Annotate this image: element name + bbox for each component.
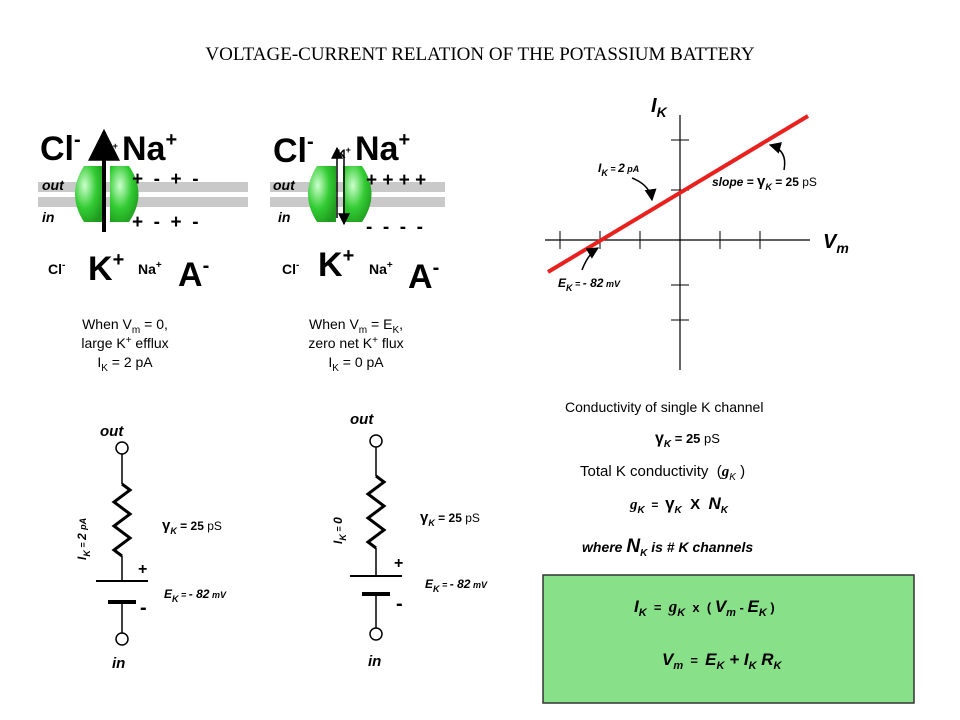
membrane-panel-left: out in Cl- K+ Na+ + - + - + - + - Cl- K+… (38, 128, 248, 374)
x-axis-ticks (559, 231, 761, 249)
x-axis-label: Vm (823, 231, 849, 256)
membrane-panel-right: out in Cl- K+ Na+ + + + + - - - - Cl- K+… (270, 129, 445, 374)
channel-count-definition: where NK is # K channels (582, 536, 753, 559)
total-conductivity-title: Total K conductivity (gK ) (580, 463, 745, 483)
iv-graph: IK Vm IK = 2 pA slope = γK = 25 pS EK = … (545, 95, 849, 370)
circuit-ek-label: EK = - 82 mV (164, 587, 227, 604)
a-ion-inside: A- (178, 255, 209, 294)
caption-right-line1: When Vm = EK, (309, 316, 403, 336)
caption-right-line3: IK = 0 pA (328, 354, 384, 374)
iv-line (546, 114, 810, 274)
caption-left-line2: large K+ efflux (81, 335, 168, 351)
caption-left-line3: IK = 2 pA (97, 354, 153, 374)
channel-left-half (75, 166, 103, 222)
equation-box: IK = gK x ( Vm - EK ) Vm = EK + IK RK (542, 574, 915, 704)
terminal-in (369, 627, 383, 641)
membrane-potential-equation: Vm = EK + IK RK (662, 650, 783, 672)
resistor-symbol (365, 474, 387, 550)
channel-right-half (343, 166, 372, 222)
battery-plus: + (138, 561, 147, 578)
single-channel-value: γK = 25 pS (655, 430, 720, 450)
total-conductivity-equation: gK = γK X NK (629, 494, 729, 516)
out-label: out (273, 177, 296, 193)
k-ion-inside: K+ (88, 249, 124, 288)
caption-right-line2: zero net K+ flux (308, 335, 403, 351)
circuit-current-label: IK = 2 pA (75, 518, 92, 560)
charges-inside: + - + - (132, 212, 199, 233)
battery-minus: - (396, 593, 403, 615)
slope-arrow (768, 142, 786, 171)
na-ion-outside: Na+ (122, 129, 177, 168)
current-annotation: IK = 2 pA (598, 161, 639, 178)
circuit-out-label: out (350, 411, 374, 428)
page-title: VOLTAGE-CURRENT RELATION OF THE POTASSIU… (205, 44, 754, 65)
conductivity-notes: Conductivity of single K channel γK = 25… (565, 399, 763, 559)
slope-annotation: slope = γK = 25 pS (712, 173, 817, 192)
na-ion-inside: Na+ (138, 260, 162, 277)
single-channel-title: Conductivity of single K channel (565, 399, 763, 415)
resistor-symbol (111, 482, 133, 558)
equation-box-background (542, 574, 915, 704)
cl-ion-outside: Cl- (40, 129, 81, 168)
circuit-right: out in + - IK = 0 γK = 25 pS EK = - 82 m… (331, 411, 488, 670)
circuit-in-label: in (368, 653, 381, 670)
circuit-current-label: IK = 0 (331, 517, 348, 544)
out-label: out (42, 177, 65, 193)
terminal-in (115, 632, 129, 646)
charges-outside: + - + - (132, 169, 199, 190)
ek-annotation: EK = - 82 mV (558, 276, 621, 293)
k-ion-inside: K+ (318, 245, 354, 284)
k-ion-channel-label: K+ (104, 141, 118, 157)
battery-minus: - (140, 597, 147, 619)
circuit-ek-label: EK = - 82 mV (425, 577, 488, 594)
charges-inside: - - - - (366, 217, 423, 238)
membrane-bottom-layer (38, 197, 248, 207)
in-label: in (278, 209, 290, 225)
circuit-out-label: out (100, 423, 124, 440)
a-ion-inside: A- (408, 257, 439, 296)
ek-arrow (581, 247, 600, 271)
current-arrow (631, 177, 657, 202)
terminal-out (115, 441, 129, 455)
circuit-in-label: in (112, 655, 125, 672)
circuit-left: out in + - IK = 2 pA γK = 25 pS EK = - 8… (75, 423, 227, 672)
membrane-top-layer (38, 182, 248, 192)
circuit-gamma-label: γK = 25 pS (162, 517, 222, 536)
battery-plus: + (394, 555, 403, 572)
y-axis-label: IK (651, 95, 668, 120)
ohms-law-equation: IK = gK x ( Vm - EK ) (634, 597, 775, 619)
channel-right-half (110, 166, 139, 222)
na-ion-outside: Na+ (355, 129, 410, 168)
k-ion-channel-label: K+ (337, 145, 351, 161)
circuit-gamma-label: γK = 25 pS (420, 509, 480, 528)
channel-left-half (308, 166, 336, 222)
cl-ion-inside: Cl- (48, 260, 65, 277)
caption-left-line1: When Vm = 0, (82, 316, 168, 336)
charges-outside: + + + + (366, 170, 426, 191)
cl-ion-outside: Cl- (273, 131, 314, 170)
na-ion-inside: Na+ (369, 260, 393, 277)
terminal-out (369, 434, 383, 448)
in-label: in (42, 209, 54, 225)
cl-ion-inside: Cl- (282, 260, 299, 277)
